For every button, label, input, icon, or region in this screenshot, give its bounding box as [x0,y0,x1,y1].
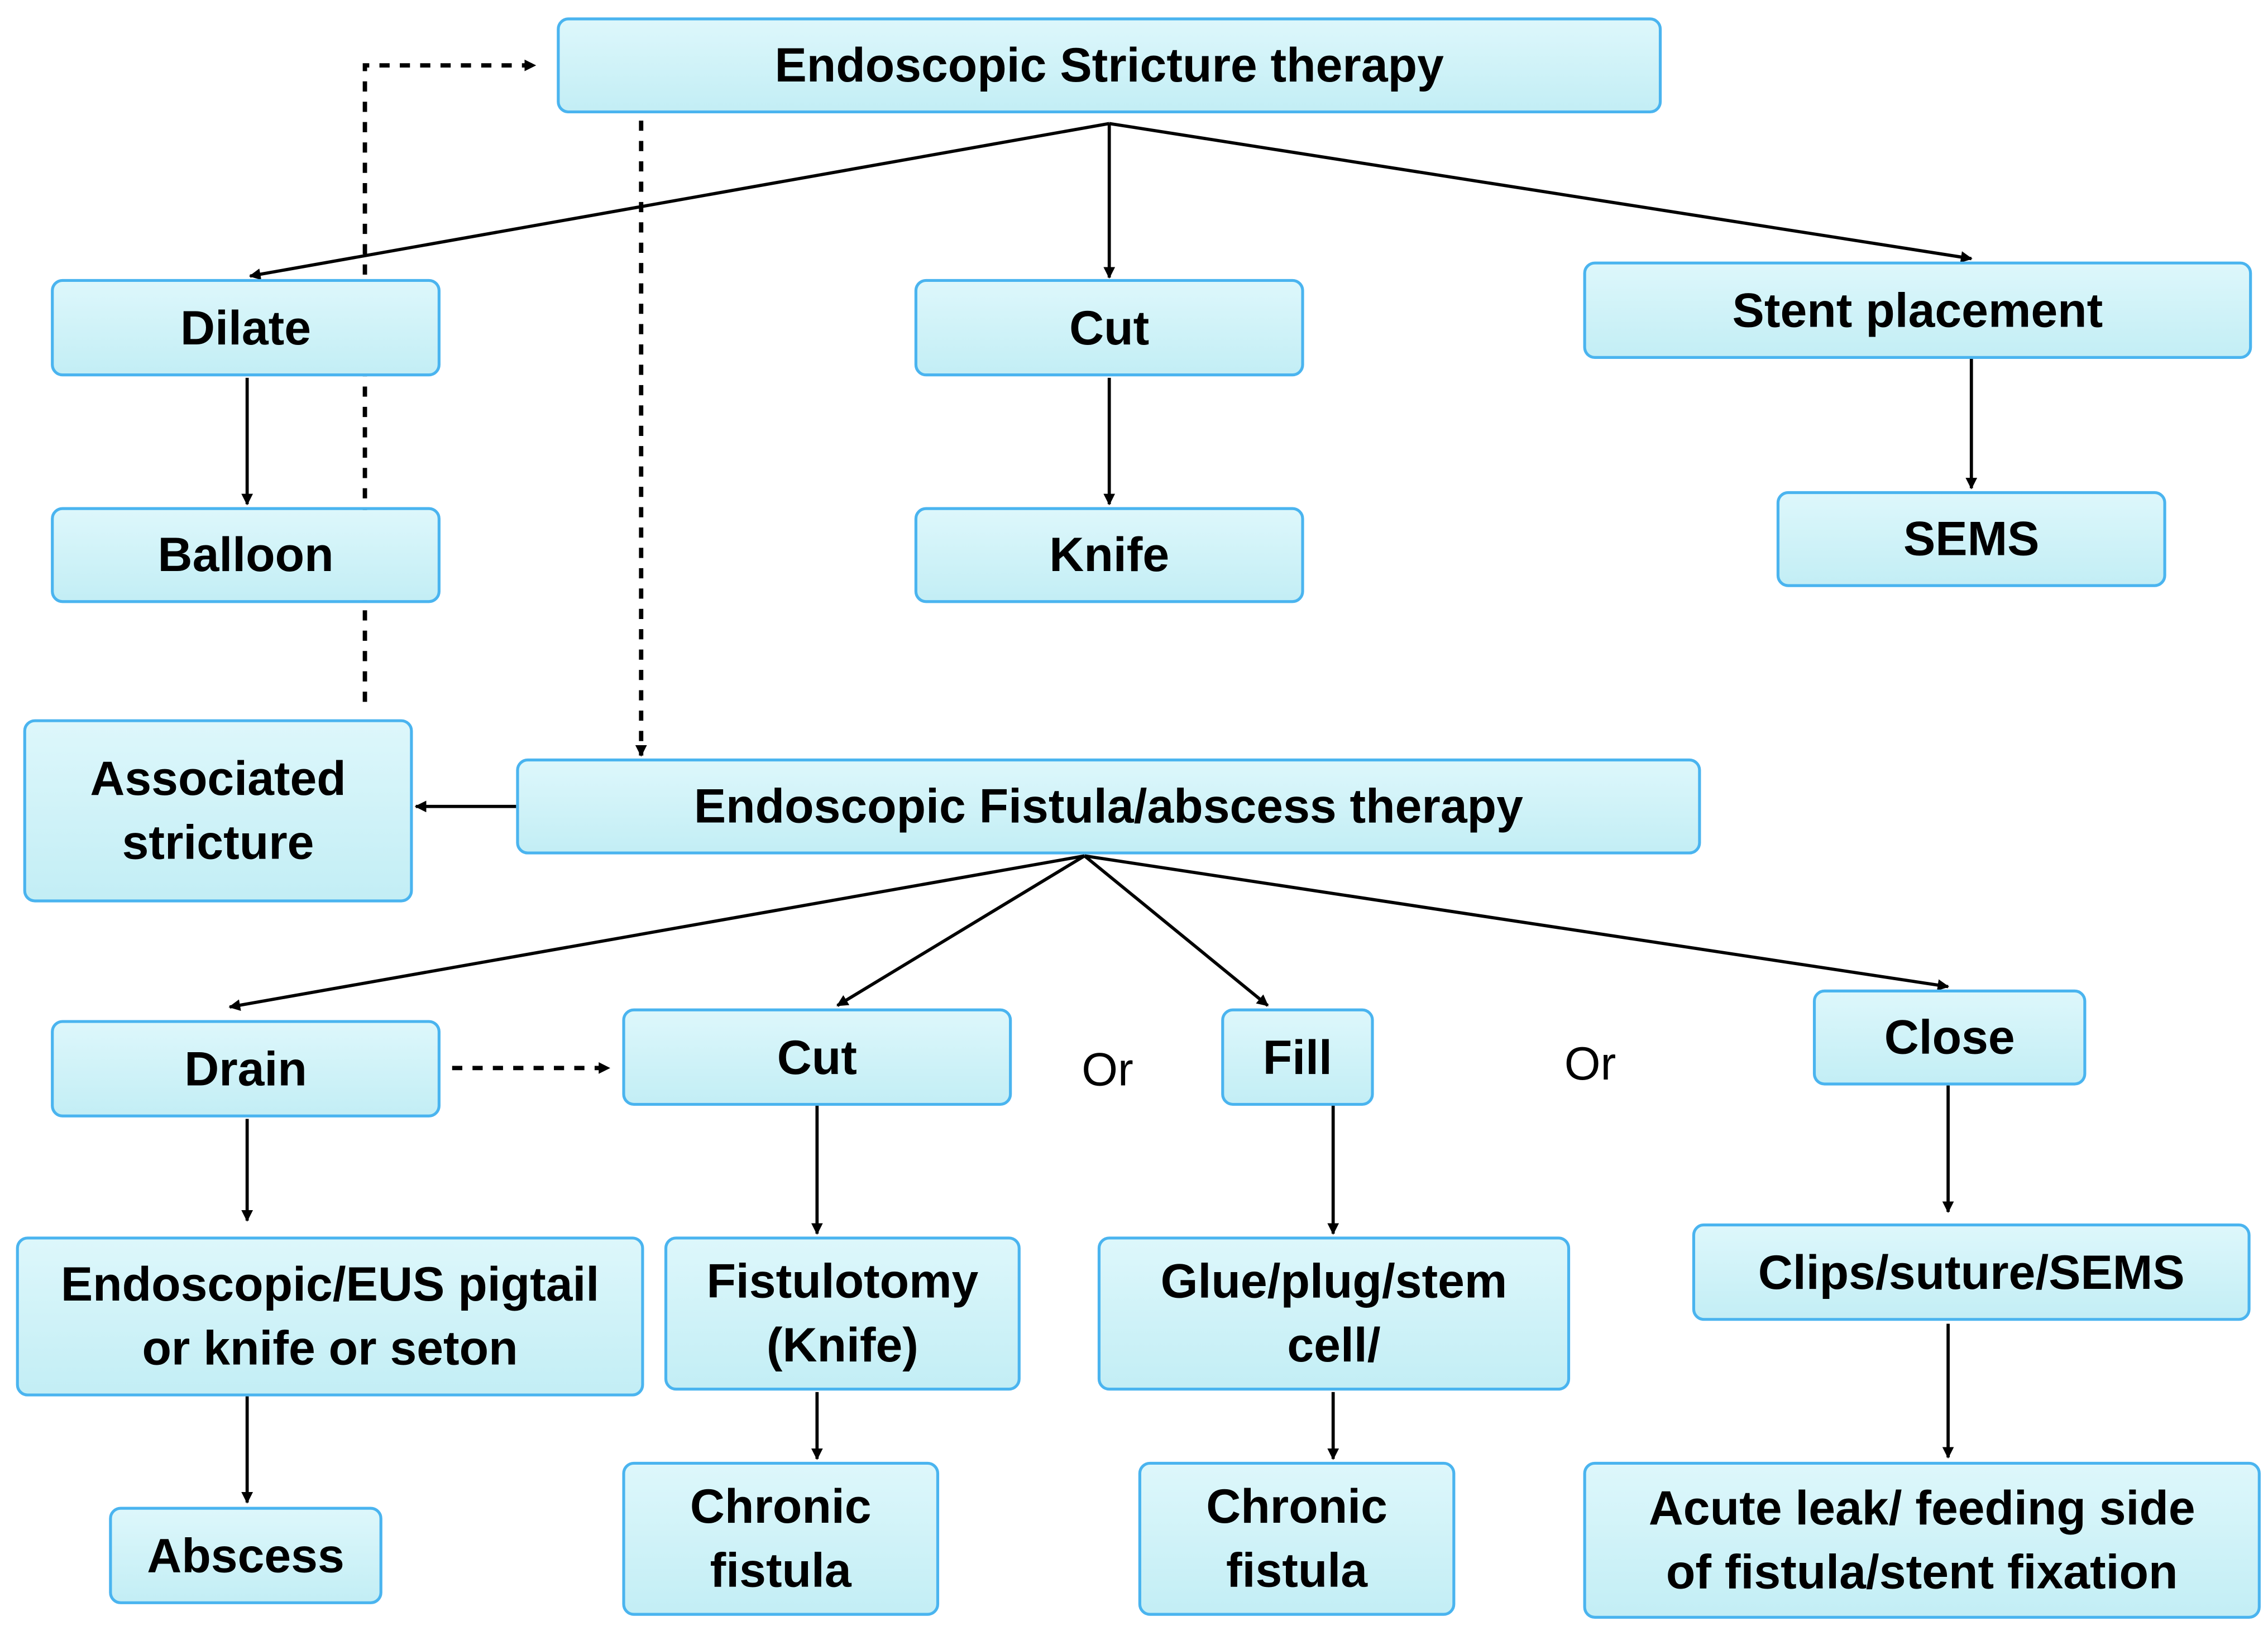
balloon-node: Balloon [51,507,441,603]
arrow-fistula-to-close [1084,854,1950,991]
stent-placement-node: Stent placement [1583,261,2252,359]
acute-leak-node: Acute leak/ feeding side of fistula/sten… [1583,1461,2261,1619]
cut-stricture-node: Cut [914,279,1304,377]
fistula-therapy-node: Endoscopic Fistula/abscess therapy [516,758,1701,855]
sems-node: SEMS [1776,491,2166,587]
abscess-node: Abscess [109,1507,382,1604]
glue-plug-node: Glue/plug/stem cell/ [1097,1236,1571,1391]
dotted-arrow-associated-to-stricture [362,59,537,702]
close-node: Close [1812,989,2087,1086]
arrow-fistula-to-fill [1083,855,1269,1007]
fill-node: Fill [1221,1008,1374,1106]
cut-fistula-node: Cut [622,1008,1012,1106]
or-label-right: Or [1564,1037,1616,1090]
arrow-stricture-to-dilate [248,122,1110,280]
drain-methods-node: Endoscopic/EUS pigtail or knife or seton [16,1236,644,1397]
stricture-therapy-node: Endoscopic Stricture therapy [557,17,1662,114]
chronic-fistula-fill-node: Chronic fistula [1138,1461,1456,1616]
fistulotomy-node: Fistulotomy (Knife) [664,1236,1021,1391]
associated-stricture-node: Associated stricture [23,719,413,903]
arrow-fistula-to-drain [228,854,1085,1011]
arrow-fistula-to-cut [836,854,1085,1007]
clips-suture-node: Clips/suture/SEMS [1692,1223,2251,1321]
arrow-stricture-to-stent [1109,122,1973,263]
drain-node: Drain [51,1020,441,1117]
dilate-node: Dilate [51,279,441,377]
chronic-fistula-cut-node: Chronic fistula [622,1461,940,1616]
knife-node: Knife [914,507,1304,603]
or-label-left: Or [1082,1043,1133,1096]
